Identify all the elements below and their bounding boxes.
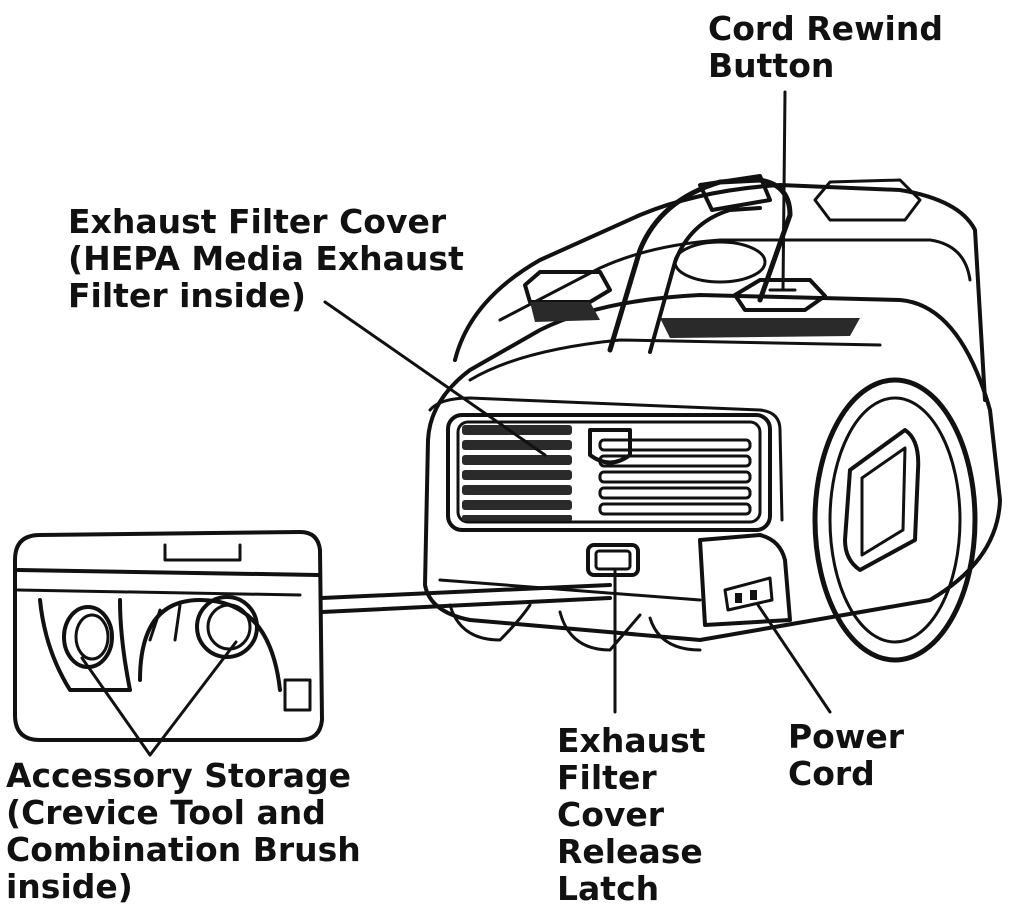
label-line: Cord <box>788 754 875 793</box>
label-line: inside) <box>6 867 133 906</box>
label-line: Cord Rewind <box>708 9 943 48</box>
label-line: Filter inside) <box>68 276 306 315</box>
label-line: Latch <box>557 869 660 908</box>
label-line: Release <box>557 832 703 871</box>
label-line: Accessory Storage <box>6 756 352 795</box>
label-line: Cover <box>557 795 665 834</box>
label-exhaust-filter-cover-release-latch: Exhaust Filter Cover Release Latch <box>557 722 706 907</box>
label-line: Power <box>788 717 904 756</box>
label-line: Exhaust Filter Cover <box>68 202 447 241</box>
label-line: Filter <box>557 758 657 797</box>
label-line: (Crevice Tool and <box>6 793 326 832</box>
label-line: Exhaust <box>557 721 706 760</box>
label-line: Combination Brush <box>6 830 361 869</box>
label-line: Button <box>708 46 835 85</box>
vacuum-body <box>423 174 1002 663</box>
accessory-inset <box>13 530 612 742</box>
label-line: (HEPA Media Exhaust <box>68 239 464 278</box>
label-exhaust-filter-cover: Exhaust Filter Cover (HEPA Media Exhaust… <box>68 203 464 314</box>
label-power-cord: Power Cord <box>788 718 904 792</box>
label-cord-rewind-button: Cord Rewind Button <box>708 10 943 84</box>
label-accessory-storage: Accessory Storage (Crevice Tool and Comb… <box>6 757 361 905</box>
leader-lines <box>80 90 832 757</box>
